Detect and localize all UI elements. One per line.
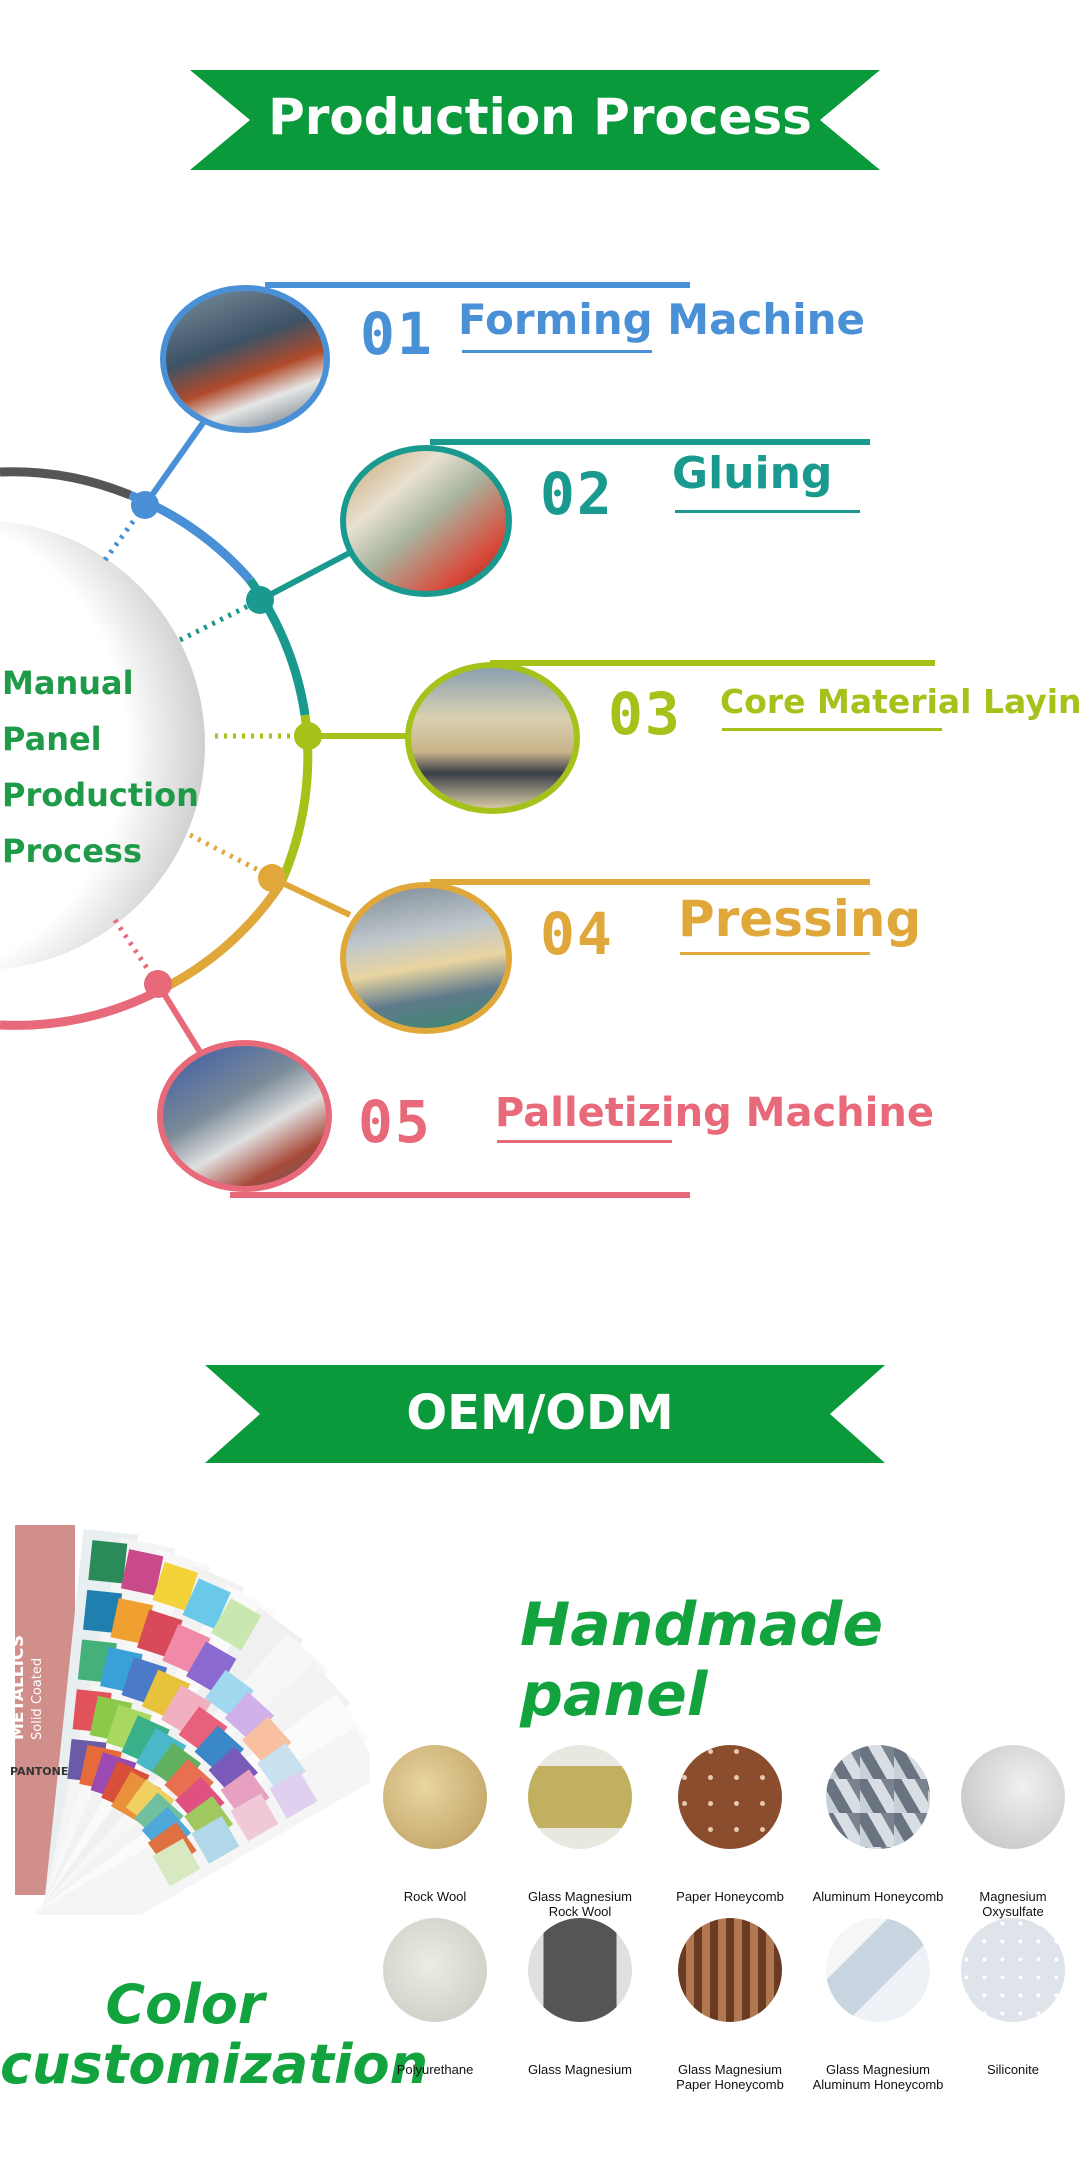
material-photo bbox=[383, 1745, 487, 1849]
material-label-1: Glass Magnesium bbox=[677, 2062, 783, 2077]
material-label-1: Glass Magnesium bbox=[527, 1889, 633, 1904]
step-1-underline bbox=[462, 350, 652, 353]
material-photo bbox=[383, 1918, 487, 2022]
step-5-underline bbox=[497, 1140, 672, 1143]
step-3-number: 03 bbox=[608, 680, 682, 748]
material-label-1: Glass Magnesium bbox=[825, 2062, 931, 2077]
step-3-title: Core Material Laying bbox=[720, 682, 1080, 721]
pantone-color-fan bbox=[15, 1525, 370, 1915]
material-label-1: Siliconite bbox=[986, 2062, 1040, 2077]
oem-banner bbox=[205, 1365, 885, 1463]
material-polyurethane: Polyurethane bbox=[360, 1918, 510, 2077]
material-photo bbox=[528, 1918, 632, 2022]
step-2-underline bbox=[675, 510, 860, 513]
material-label-2: Oxysulfate bbox=[982, 1904, 1044, 1919]
color-customization-line1: Color bbox=[105, 1973, 265, 2036]
material-photo bbox=[826, 1918, 930, 2022]
production-banner-title: Production Process bbox=[268, 88, 812, 146]
step-4-title: Pressing bbox=[678, 890, 922, 948]
center-label-line3: Production bbox=[2, 776, 199, 814]
production-banner bbox=[190, 70, 880, 170]
fan-side-label-text: METALLICS bbox=[8, 1635, 28, 1740]
color-customization-line2: customization bbox=[0, 2033, 429, 2096]
step-1-title: Forming Machine bbox=[458, 295, 866, 344]
material-photo bbox=[826, 1745, 930, 1849]
process-diagram bbox=[0, 418, 935, 1198]
material-photo bbox=[678, 1918, 782, 2022]
step-3-underline bbox=[722, 728, 942, 731]
material-siliconite: Siliconite bbox=[948, 1918, 1078, 2077]
material-aluminum-honeycomb: Aluminum Honeycomb bbox=[803, 1745, 953, 1904]
fan-side-label: METALLICS bbox=[8, 1635, 28, 1740]
material-label-2: Paper Honeycomb bbox=[676, 2077, 784, 2092]
center-label-line1: Manual bbox=[2, 664, 134, 702]
center-label: Manual Panel Production Process bbox=[2, 655, 199, 879]
step-1-rail bbox=[265, 282, 690, 288]
step-2-number: 02 bbox=[540, 460, 614, 528]
material-rock-wool: Rock Wool bbox=[360, 1745, 510, 1904]
material-label-1: Glass Magnesium bbox=[527, 2062, 633, 2077]
step-1-photo bbox=[160, 285, 330, 433]
material-label-1: Rock Wool bbox=[403, 1889, 467, 1904]
material-photo bbox=[961, 1918, 1065, 2022]
step-5-number: 05 bbox=[358, 1088, 432, 1156]
handmade-title: Handmade panel bbox=[520, 1590, 884, 1730]
color-customization: Color customization bbox=[0, 1973, 429, 2096]
fan-side-label-2-text: Solid Coated bbox=[30, 1657, 45, 1740]
step-1-number: 01 bbox=[360, 300, 434, 368]
step-4-number: 04 bbox=[540, 900, 614, 968]
material-photo bbox=[961, 1745, 1065, 1849]
material-label-1: Magnesium bbox=[979, 1889, 1047, 1904]
material-label-2: Aluminum Honeycomb bbox=[812, 2077, 944, 2092]
material-glass-magnesium: Glass Magnesium bbox=[505, 1918, 655, 2077]
material-paper-honeycomb: Paper Honeycomb bbox=[655, 1745, 805, 1904]
step-5-title: Palletizing Machine bbox=[495, 1090, 934, 1136]
step-5-photo bbox=[157, 1040, 332, 1192]
material-photo bbox=[678, 1745, 782, 1849]
step-4-photo bbox=[340, 882, 512, 1034]
fan-brand-label: PANTONE bbox=[10, 1765, 69, 1778]
material-label-1: Aluminum Honeycomb bbox=[812, 1889, 944, 1904]
fan-side-label-2: Solid Coated bbox=[30, 1658, 45, 1740]
material-label-2: Rock Wool bbox=[548, 1904, 612, 1919]
step-3-photo bbox=[405, 662, 580, 814]
center-label-line4: Process bbox=[2, 832, 142, 870]
step-2-title: Gluing bbox=[672, 448, 833, 499]
step-4-underline bbox=[680, 952, 870, 955]
material-label-1: Polyurethane bbox=[396, 2062, 474, 2077]
center-label-line2: Panel bbox=[2, 720, 102, 758]
material-photo bbox=[528, 1745, 632, 1849]
oem-banner-title: OEM/ODM bbox=[406, 1385, 674, 1441]
step-2-photo bbox=[340, 445, 512, 597]
material-label-1: Paper Honeycomb bbox=[676, 1889, 784, 1904]
